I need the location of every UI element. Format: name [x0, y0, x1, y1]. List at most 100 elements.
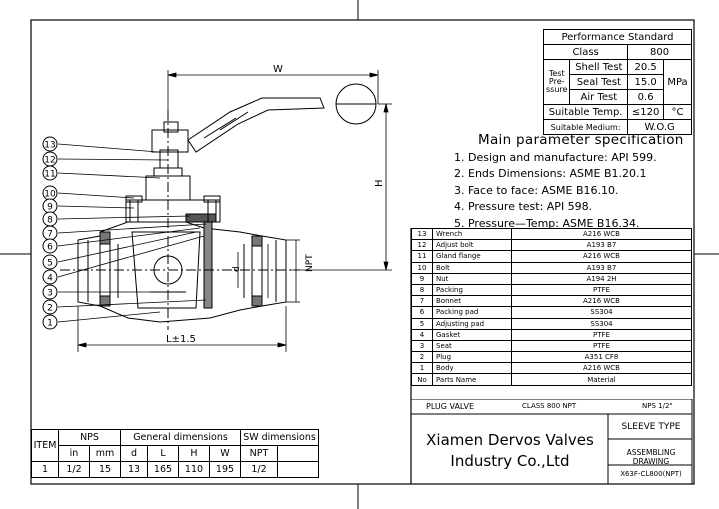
spec-item: 1. Design and manufacture: API 599. — [454, 150, 657, 164]
part-number: 10 — [411, 261, 433, 274]
part-number: No — [411, 373, 433, 386]
product-name: PLUG VALVE — [426, 402, 475, 411]
callout-11: 11 — [42, 165, 58, 181]
general-dims-header: General dimensions — [120, 429, 241, 446]
row-h: 110 — [178, 461, 210, 478]
dim-l-label: L±1.5 — [166, 334, 196, 345]
company-line-1: Xiamen Dervos Valves — [426, 431, 594, 449]
part-name: Gland flange — [432, 250, 512, 263]
callout-label: 12 — [44, 156, 55, 166]
callout-4: 4 — [42, 269, 58, 285]
callout-10: 10 — [42, 185, 58, 201]
part-name: Parts Name — [432, 373, 512, 386]
sw-blank-header — [277, 445, 319, 462]
part-name: Body — [432, 362, 512, 375]
callout-label: 13 — [44, 141, 55, 151]
d-header: d — [120, 445, 148, 462]
sw-dims-header: SW dimensions — [240, 429, 319, 446]
callout-label: 6 — [47, 243, 53, 253]
part-material: SS304 — [511, 317, 692, 330]
drawing-number: X63F-CL800(NPT) — [620, 470, 682, 478]
part-name: Adjust bolt — [432, 239, 512, 252]
seal-test-value: 15.0 — [627, 74, 665, 90]
callout-13: 13 — [42, 136, 58, 152]
spec-item: 4. Pressure test: API 598. — [454, 200, 593, 213]
part-name: Gasket — [432, 328, 512, 341]
part-name: Packing — [432, 283, 512, 297]
part-material: A216 WCB — [511, 250, 692, 263]
part-name: Bolt — [432, 261, 512, 274]
part-number: 7 — [411, 295, 433, 308]
test-label: Test — [548, 69, 565, 78]
part-name: Packing pad — [432, 306, 512, 319]
h-header: H — [178, 445, 210, 462]
part-number: 9 — [411, 272, 433, 285]
part-number: 1 — [411, 362, 433, 375]
part-number: 11 — [411, 250, 433, 263]
callout-1: 1 — [42, 314, 58, 330]
part-name: Seat — [432, 339, 512, 353]
class-label: Class — [542, 44, 629, 60]
part-material: A194 2H — [511, 272, 692, 285]
air-test-value: 0.6 — [627, 89, 665, 105]
performance-title: Performance Standard — [543, 29, 692, 45]
part-material: A216 WCB — [511, 227, 692, 241]
part-material: A216 WCB — [511, 295, 692, 308]
pressure-label-1: Pre- — [548, 77, 565, 86]
row-item: 1 — [31, 461, 59, 478]
mm-header: mm — [89, 445, 121, 462]
part-number: 12 — [411, 239, 433, 252]
part-number: 3 — [411, 339, 433, 353]
temp-value: ≤120 — [627, 104, 665, 120]
medium-value: W.O.G — [627, 119, 692, 135]
company-line-2: Industry Co.,Ltd — [450, 452, 570, 470]
temp-unit: °C — [663, 104, 692, 120]
row-l: 165 — [147, 461, 179, 478]
row-npt: 1/2 — [240, 461, 278, 478]
dimensions-table: ITEM NPS General dimensions SW dimension… — [31, 429, 319, 478]
part-name: Bonnet — [432, 295, 512, 308]
product-class: CLASS 800 NPT — [522, 402, 577, 410]
part-number: 5 — [411, 317, 433, 330]
w-header: W — [209, 445, 241, 462]
dim-w-label: W — [273, 64, 283, 75]
part-name: Wrench — [432, 227, 512, 241]
callout-label: 3 — [47, 289, 53, 299]
performance-table: Performance Standard Class 800 Test Pre-… — [542, 29, 692, 135]
l-header: L — [147, 445, 179, 462]
callout-label: 4 — [47, 274, 53, 284]
row-sw-blank — [277, 461, 319, 478]
callout-label: 1 — [47, 319, 53, 329]
part-material: PTFE — [511, 339, 692, 353]
callout-3: 3 — [42, 284, 58, 300]
product-size: NPS 1/2" — [642, 402, 673, 410]
class-value: 800 — [627, 44, 692, 60]
callout-label: 8 — [47, 216, 53, 226]
callout-label: 11 — [44, 170, 55, 180]
part-material: PTFE — [511, 328, 692, 341]
callout-5: 5 — [42, 254, 58, 270]
air-test-label: Air Test — [569, 89, 629, 105]
part-number: 2 — [411, 351, 433, 364]
medium-label: Suitable Medium: — [542, 119, 629, 135]
callout-label: 10 — [44, 190, 56, 200]
part-material: Material — [511, 373, 692, 386]
callout-7: 7 — [42, 225, 58, 241]
part-material: A193 B7 — [511, 239, 692, 252]
callout-6: 6 — [42, 238, 58, 254]
seal-test-label: Seal Test — [569, 74, 629, 90]
spec-item: 3. Face to face: ASME B16.10. — [454, 183, 619, 197]
unit-mpa: MPa — [663, 59, 692, 105]
